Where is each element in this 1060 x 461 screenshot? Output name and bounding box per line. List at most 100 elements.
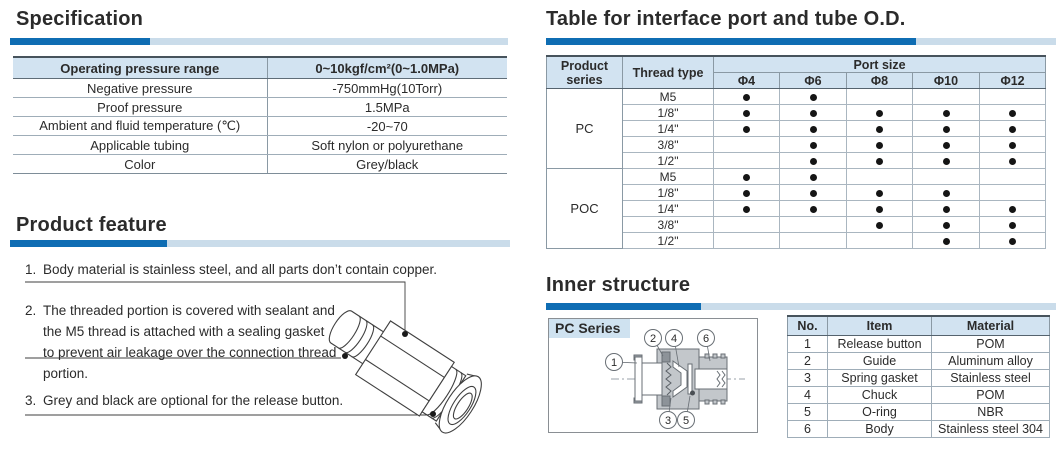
series-cell: POC [546,168,623,249]
spring-gasket-section [665,362,672,396]
dot-cell [978,136,1047,153]
table-cell: Stainless steel [931,369,1050,387]
table-cell: Color [13,154,268,174]
thread-cell: 1/2" [622,152,714,169]
dot-cell [713,232,780,249]
table-cell: Body [827,420,932,438]
thread-cell: 1/8" [622,104,714,121]
dot-cell [978,168,1047,185]
table-cell: Grey/black [267,154,507,174]
availability-dot [942,237,950,245]
callout-number: 2 [650,333,656,345]
availability-dot [809,125,817,133]
material-col-header: Item [827,315,932,336]
product-series-header: Product series [546,55,623,89]
guide-section [661,351,671,363]
dot-cell [713,168,780,185]
dot-cell [912,232,980,249]
dot-cell [978,120,1047,137]
dot-cell [713,120,780,137]
table-row: 1/8" [547,184,1047,201]
table-cell: -750mmHg(10Torr) [267,78,507,98]
dot-cell [846,152,913,169]
table-cell: O-ring [827,403,932,421]
feature-item-text: Grey and black are optional for the rele… [43,393,344,408]
thread-cell: 3/8" [622,216,714,233]
port-col-header: Φ4 [713,72,780,89]
spec-header-row: Operating pressure range 0~10kgf/cm²(0~1… [13,56,507,79]
callout-circle [665,329,683,347]
port-header-row1: Product series Thread type Port size [546,55,1047,89]
dot-cell [978,152,1047,169]
feature-item-text: Body material is stainless steel, and al… [43,262,437,277]
table-cell: Negative pressure [13,78,268,98]
spec-header-value: 0~10kgf/cm²(0~1.0MPa) [267,56,507,79]
table-cell: Aluminum alloy [931,352,1050,370]
table-cell: Spring gasket [827,369,932,387]
thread-cell: 1/2" [622,232,714,249]
thread-cell: 1/4" [622,120,714,137]
availability-dot [942,141,950,149]
dot-cell [713,200,780,217]
table-row: Negative pressure-750mmHg(10Torr) [13,78,507,98]
availability-dot [942,157,950,165]
availability-dot [743,173,750,181]
availability-dot [809,205,817,213]
table-cell: Ambient and fluid temperature (℃) [13,116,268,136]
availability-dot [809,141,817,149]
availability-dot [876,141,883,149]
dot-cell [912,200,980,217]
callout-circle [659,411,677,429]
callout-dots [342,331,436,417]
table-cell: POM [931,386,1050,404]
port-table-title: Table for interface port and tube O.D. [546,8,906,30]
dot-cell [978,88,1047,105]
product-feature-title: Product feature [16,214,167,236]
table-cell: POM [931,335,1050,353]
availability-dot [743,205,750,213]
availability-dot [1009,221,1017,229]
table-row: 3/8" [547,216,1047,233]
dot-cell [846,168,913,185]
table-cell: NBR [931,403,1050,421]
availability-dot [743,189,750,197]
feature-item-number: 1. [25,262,37,277]
dot-cell [779,136,847,153]
availability-dot [1009,109,1017,117]
dot-cell [846,200,913,217]
callout-number: 5 [683,415,689,427]
o-ring-section [690,390,695,396]
dot-cell [912,184,980,201]
specification-rule-accent [10,38,150,45]
availability-dot [876,189,883,197]
dot-cell [713,152,780,169]
dot-cell [978,184,1047,201]
dot-cell [978,104,1047,121]
availability-dot [942,109,950,117]
table-cell: Release button [827,335,932,353]
dot-cell [713,88,780,105]
dot-cell [912,168,980,185]
dot-cell [713,104,780,121]
dot-cell [713,136,780,153]
thread-cell: M5 [622,88,714,105]
availability-dot [809,173,817,181]
dot-cell [912,216,980,233]
dot-cell [912,104,980,121]
callout-number: 3 [665,415,671,427]
release-button-section [634,356,643,402]
table-row: 1/2" [547,232,1047,249]
availability-dot [876,109,883,117]
specification-rule [10,38,508,45]
port-table-rule [546,38,1056,45]
port-col-header: Φ12 [978,72,1047,89]
table-cell: 5 [787,403,828,421]
